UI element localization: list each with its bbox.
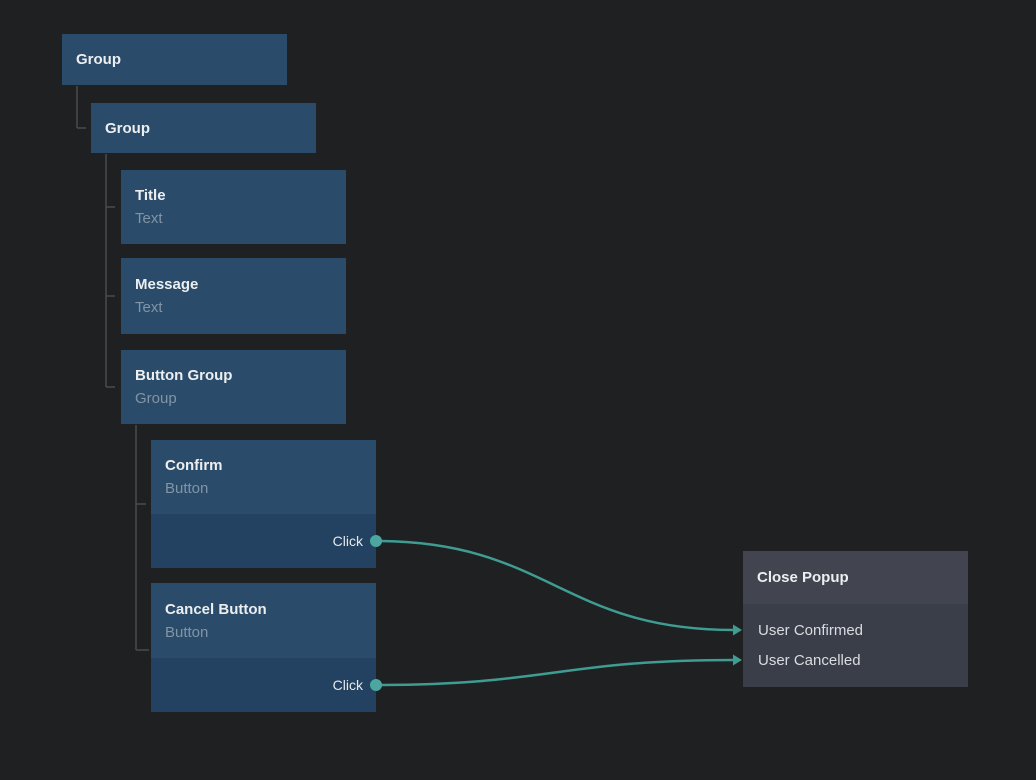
node-title: Group <box>105 119 150 137</box>
in-port-label: User Confirmed <box>758 621 864 639</box>
node-ports-body: Click <box>151 658 376 712</box>
tree-connector <box>105 154 115 388</box>
wire-arrow-icon <box>733 624 742 636</box>
wire-cancel-button-close-popup <box>375 658 735 687</box>
wire-arrow-icon <box>733 654 742 666</box>
node-subtitle: Group <box>135 390 177 407</box>
node-header[interactable]: Close Popup <box>743 551 968 604</box>
node-group-1[interactable]: Group <box>62 34 287 85</box>
node-subtitle: Button <box>165 623 209 641</box>
node-title: Button Group <box>135 367 233 384</box>
node-subtitle: Button <box>165 480 209 497</box>
node-header[interactable]: Group <box>62 34 287 85</box>
node-title: Close Popup <box>757 569 849 586</box>
node-subtitle: Text <box>135 210 163 227</box>
out-port-label: Click <box>332 533 363 549</box>
node-group-2[interactable]: Group <box>91 103 316 153</box>
node-title: Message <box>135 276 199 293</box>
node-subtitle: Text <box>135 299 163 316</box>
tree-connector <box>135 425 149 651</box>
node-header[interactable]: Group <box>91 103 316 153</box>
wire-confirm-close-popup <box>375 539 735 632</box>
out-port-row[interactable]: Click <box>151 514 376 568</box>
out-port-row[interactable]: Click <box>151 658 376 712</box>
node-title: Confirm <box>165 457 223 474</box>
node-title: Cancel Button <box>165 600 267 618</box>
out-port-label: Click <box>332 677 363 693</box>
node-title: Title <box>135 187 166 204</box>
node-ports-body: Click <box>151 514 376 568</box>
node-title: Group <box>76 51 121 68</box>
in-port-row[interactable]: User Cancelled <box>743 645 968 675</box>
in-port-label: User Cancelled <box>758 651 861 669</box>
in-port-row[interactable]: User Confirmed <box>743 615 968 645</box>
tree-connector <box>76 86 86 129</box>
